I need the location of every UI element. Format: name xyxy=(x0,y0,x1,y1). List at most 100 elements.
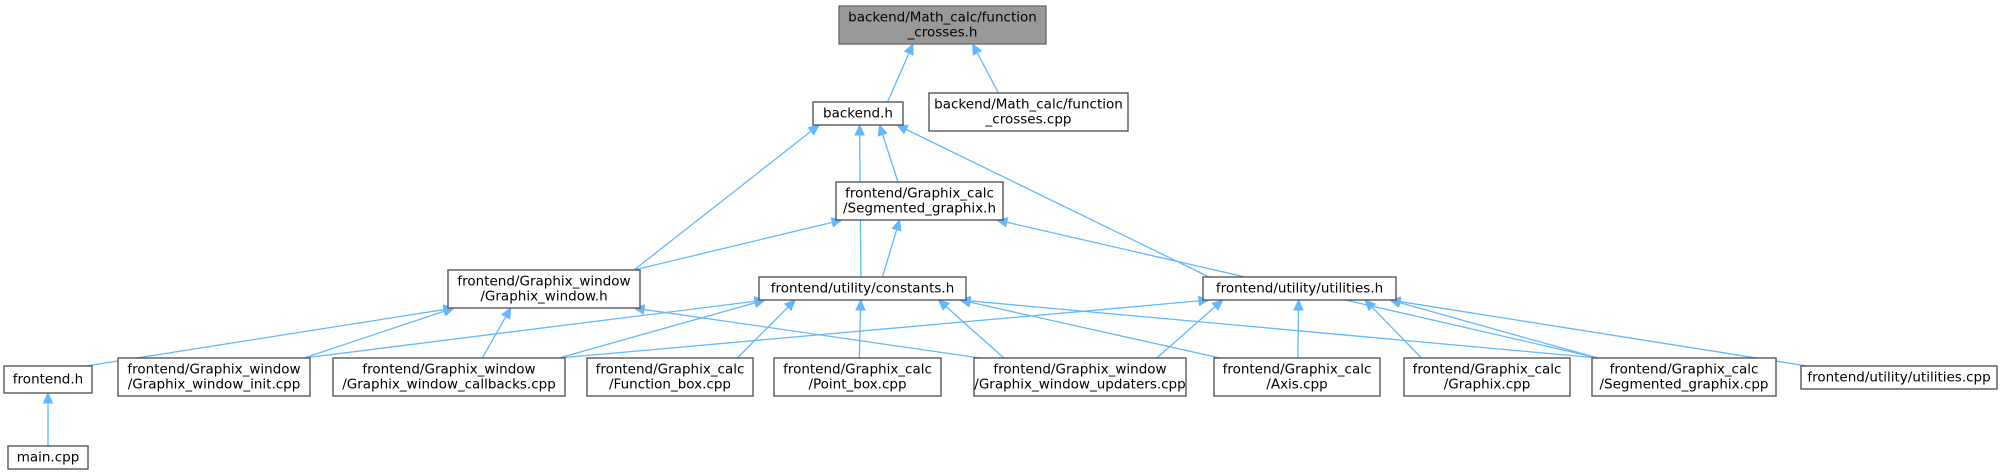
file-node-box xyxy=(973,357,1187,397)
file-node-box xyxy=(835,181,1004,221)
edge-graphix_cpp-includes-utilities_h xyxy=(1371,306,1422,359)
file-node-graphix-cpp[interactable]: frontend/Graphix_calc/Graphix.cpp xyxy=(1403,357,1571,397)
edge-graphix_window_h-includes-backend_h xyxy=(633,130,812,271)
edge-graphix_window_callbacks_cpp-includes-utilities_h xyxy=(558,300,1200,359)
edge-axis_cpp-includes-utilities_h xyxy=(1297,309,1300,359)
file-node-label: frontend/Graphix_window xyxy=(127,362,300,378)
file-node-box xyxy=(3,365,93,394)
edge-graphix_window_callbacks_cpp-includes-constants_h xyxy=(558,302,756,359)
edge-graphix_window_callbacks_cpp-includes-graphix_window_h xyxy=(481,316,507,359)
edge-arrowhead xyxy=(1293,298,1304,311)
file-node-label: frontend/Graphix_calc xyxy=(1610,362,1759,378)
file-node-label: frontend/Graphix_calc xyxy=(845,186,994,202)
edge-arrowhead xyxy=(903,42,914,56)
file-node-label: /Segmented_graphix.cpp xyxy=(1599,377,1768,393)
file-node-label: backend/Math_calc/function xyxy=(848,10,1037,26)
file-node-label: /Segmented_graphix.h xyxy=(843,201,996,217)
edge-utilities_cpp-includes-utilities_h xyxy=(1399,300,1808,367)
file-node-box xyxy=(758,276,967,301)
file-node-box xyxy=(1403,357,1571,397)
file-node-label: frontend/Graphix_calc xyxy=(783,362,932,378)
edge-arrowhead xyxy=(855,298,866,311)
edge-frontend_h-includes-graphix_window_h xyxy=(85,308,445,367)
file-node-label: _crosses.h xyxy=(907,25,978,41)
file-node-box xyxy=(586,357,754,397)
edge-graphix_window_updaters_cpp-includes-graphix_window_h xyxy=(643,308,981,359)
edge-point_box_cpp-includes-constants_h xyxy=(858,309,862,359)
file-node-segmented-graphix-cpp[interactable]: frontend/Graphix_calc/Segmented_graphix.… xyxy=(1591,357,1777,397)
file-node-backend-h[interactable]: backend.h xyxy=(812,101,904,126)
file-node-label: /Graphix.cpp xyxy=(1444,377,1531,393)
edge-arrowhead xyxy=(972,42,983,56)
file-nodes: backend/Math_calc/function_crosses.hback… xyxy=(3,5,1998,470)
file-node-label: /Graphix_window.h xyxy=(480,289,607,305)
file-node-utilities-cpp[interactable]: frontend/utility/utilities.cpp xyxy=(1800,365,1998,390)
edge-graphix_window_h-includes-segmented_graphix_h xyxy=(633,221,833,271)
edge-function_crosses_cpp-includes-function_crosses_h xyxy=(976,52,999,94)
file-node-label: frontend/utility/constants.h xyxy=(771,281,955,297)
edge-arrowhead xyxy=(877,123,888,137)
file-node-box xyxy=(117,357,311,397)
edge-arrowhead xyxy=(1364,299,1377,312)
file-node-function-crosses-cpp[interactable]: backend/Math_calc/function_crosses.cpp xyxy=(928,92,1129,132)
file-node-utilities-h[interactable]: frontend/utility/utilities.h xyxy=(1202,276,1397,301)
file-node-frontend-h[interactable]: frontend.h xyxy=(3,365,93,394)
edge-graphix_window_updaters_cpp-includes-constants_h xyxy=(945,306,1005,359)
file-node-label: frontend/Graphix_calc xyxy=(1223,362,1372,378)
file-node-graphix-window-init-cpp[interactable]: frontend/Graphix_window/Graphix_window_i… xyxy=(117,357,311,397)
edge-arrowhead xyxy=(783,299,796,312)
edge-arrowhead xyxy=(891,218,902,232)
file-node-label: frontend.h xyxy=(13,372,83,388)
file-node-box xyxy=(447,269,641,309)
file-node-function-crosses-h: backend/Math_calc/function_crosses.h xyxy=(838,5,1047,45)
file-node-label: /Function_box.cpp xyxy=(609,377,731,393)
file-node-box xyxy=(7,445,89,470)
edge-graphix_window_updaters_cpp-includes-utilities_h xyxy=(1156,306,1216,359)
file-node-box xyxy=(1591,357,1777,397)
file-node-label: frontend/Graphix_calc xyxy=(1413,362,1562,378)
file-node-graphix-window-updaters-cpp[interactable]: frontend/Graphix_window/Graphix_window_u… xyxy=(973,357,1187,397)
file-node-label: frontend/Graphix_window xyxy=(457,274,630,290)
edge-segmented_graphix_h-includes-backend_h xyxy=(881,134,899,183)
file-node-label: backend.h xyxy=(823,106,893,122)
file-node-label: /Graphix_window_init.cpp xyxy=(128,377,301,393)
file-node-label: /Axis.cpp xyxy=(1266,377,1327,393)
edge-graphix_window_init_cpp-includes-constants_h xyxy=(303,300,756,359)
file-node-point-box-cpp[interactable]: frontend/Graphix_calc/Point_box.cpp xyxy=(773,357,942,397)
edge-arrowhead xyxy=(895,124,909,135)
file-node-label: /Point_box.cpp xyxy=(808,377,906,393)
file-node-label: frontend/Graphix_window xyxy=(993,362,1166,378)
file-node-box xyxy=(928,92,1129,132)
file-node-constants-h[interactable]: frontend/utility/constants.h xyxy=(758,276,967,301)
edge-graphix_window_init_cpp-includes-graphix_window_h xyxy=(303,310,445,359)
file-node-main-cpp[interactable]: main.cpp xyxy=(7,445,89,470)
file-node-label: frontend/utility/utilities.h xyxy=(1216,281,1383,297)
file-node-label: backend/Math_calc/function xyxy=(934,97,1123,113)
file-node-function-box-cpp[interactable]: frontend/Graphix_calc/Function_box.cpp xyxy=(586,357,754,397)
edge-arrowhead xyxy=(807,124,820,136)
edge-function_box_cpp-includes-constants_h xyxy=(736,306,789,359)
file-node-segmented-graphix-h[interactable]: frontend/Graphix_calc/Segmented_graphix.… xyxy=(835,181,1004,221)
file-node-graphix-window-callbacks-cpp[interactable]: frontend/Graphix_window/Graphix_window_c… xyxy=(332,357,566,397)
edge-arrowhead xyxy=(500,306,512,320)
edge-segmented_graphix_cpp-includes-constants_h xyxy=(969,300,1599,359)
file-node-label: /Graphix_window_updaters.cpp xyxy=(974,377,1185,393)
file-node-label: frontend/Graphix_window xyxy=(362,362,535,378)
file-node-box xyxy=(1213,357,1381,397)
file-node-label: /Graphix_window_callbacks.cpp xyxy=(342,377,556,393)
file-node-axis-cpp[interactable]: frontend/Graphix_calc/Axis.cpp xyxy=(1213,357,1381,397)
file-node-box xyxy=(812,101,904,126)
edge-arrowhead xyxy=(42,391,54,404)
edge-arrowhead xyxy=(854,123,865,136)
edge-axis_cpp-includes-constants_h xyxy=(969,301,1221,359)
edge-arrowhead xyxy=(1211,299,1224,311)
file-node-box xyxy=(838,5,1047,45)
file-node-box xyxy=(1202,276,1397,301)
edge-arrowhead xyxy=(937,299,950,311)
dependency-edges xyxy=(42,42,1808,446)
file-node-box xyxy=(1800,365,1998,390)
file-node-graphix-window-h[interactable]: frontend/Graphix_window/Graphix_window.h xyxy=(447,269,641,309)
file-node-label: main.cpp xyxy=(17,450,80,466)
file-node-box xyxy=(332,357,566,397)
